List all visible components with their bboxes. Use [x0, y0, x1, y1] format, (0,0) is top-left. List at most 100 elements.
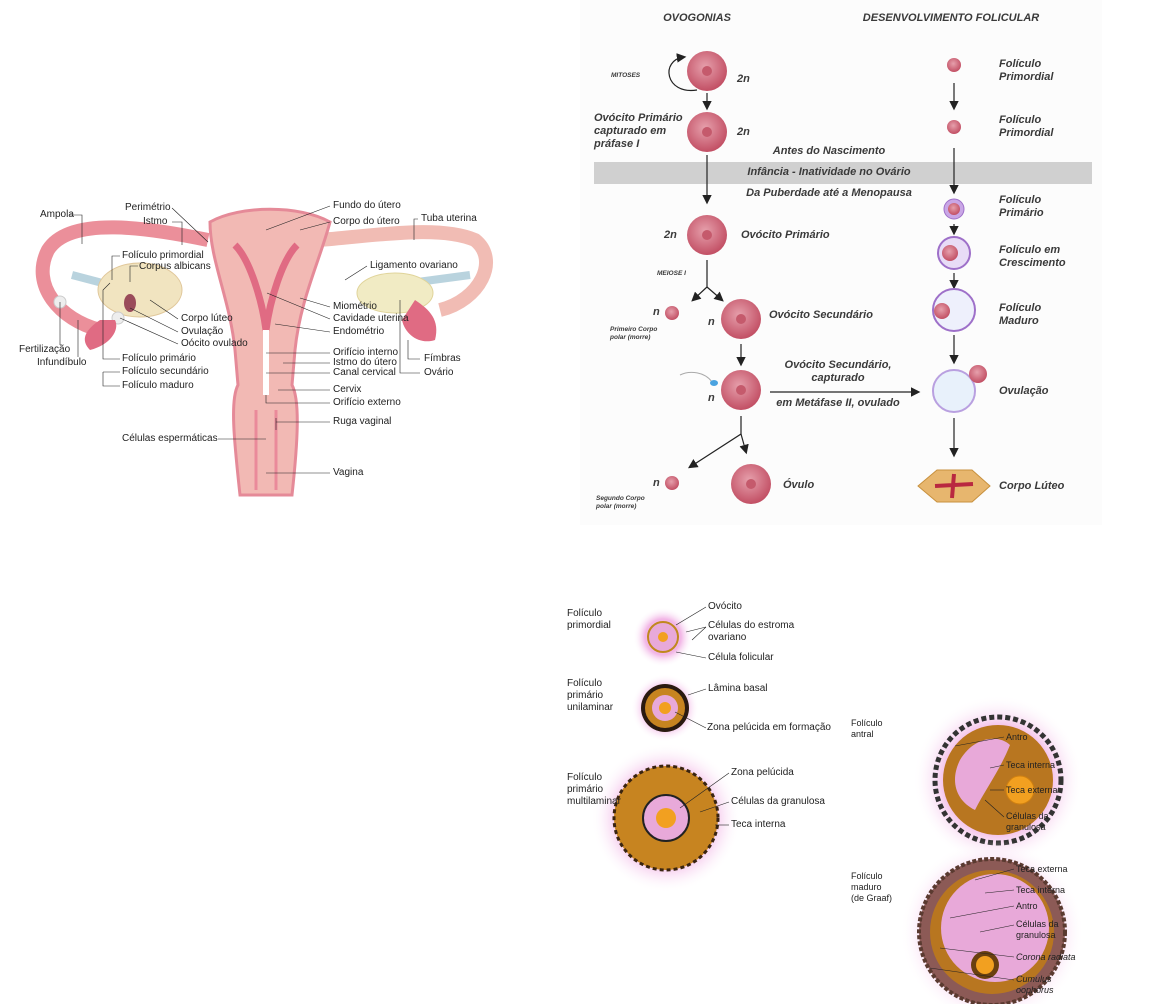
follicle-antral	[913, 695, 1083, 865]
label-cumulus-oophorus: Cumulus oophorus	[1016, 974, 1054, 995]
follicle-development-shapes	[917, 58, 991, 503]
label-corpus-albicans: Corpus albicans	[139, 261, 211, 272]
label-zona-pelucida: Zona pelúcida	[731, 767, 794, 778]
label-meiosis: MEIOSE I	[657, 270, 686, 277]
label-teca-interna: Teca interna	[1016, 885, 1066, 895]
label-childhood: Infância - Inatividade no Ovário	[747, 166, 911, 178]
follicle-stage-label: Folículo Maduro	[999, 302, 1042, 327]
label-teca-interna: Teca interna	[731, 819, 786, 830]
label-lamina-basal: Lâmina basal	[708, 683, 768, 694]
uterus-body	[208, 207, 332, 497]
label-fimbras: Fímbras	[424, 353, 461, 364]
label-teca-externa: Teca externa	[1016, 864, 1068, 874]
left-ovary	[97, 262, 183, 318]
label-ovum: Óvulo	[783, 479, 815, 491]
label-tuba-uterina: Tuba uterina	[421, 213, 477, 224]
label-foliculo-maduro: Folículo maduro	[122, 380, 194, 391]
ploidy-label: 2n	[737, 73, 750, 85]
label-antro: Antro	[1016, 901, 1038, 911]
ploidy-label: n	[653, 477, 660, 489]
label-mitoses: MITOSES	[611, 72, 641, 79]
label-secondary-arrested: Ovócito Secundário, capturado	[784, 359, 892, 384]
follicle-stage-label: Folículo Primordial	[999, 58, 1054, 83]
title-antral: Folículo antral	[851, 718, 883, 739]
fimbriae	[402, 300, 437, 342]
leader-lines	[59, 205, 420, 474]
label-foliculo-primordial: Folículo primordial	[122, 250, 204, 261]
label-ligamento-ovariano: Ligamento ovariano	[370, 260, 458, 271]
label-ovulacao: Ovulação	[181, 326, 224, 337]
label-cervix: Cervix	[333, 384, 362, 395]
ploidy-label: n	[708, 316, 715, 328]
title-primordial: Folículo primordial	[567, 608, 611, 631]
label-oocito-ovulado: Oócito ovulado	[181, 338, 248, 349]
label-foliculo-primario: Folículo primário	[122, 353, 196, 364]
label-celulas-espermaticas: Células espermáticas	[122, 433, 218, 444]
label-istmo: Istmo	[143, 216, 168, 227]
follicle-stage-label: Corpo Lúteo	[999, 480, 1065, 492]
label-vagina: Vagina	[333, 467, 364, 478]
label-fundo-utero: Fundo do útero	[333, 200, 401, 211]
follicle-stage-label: Folículo Primário	[999, 194, 1044, 219]
ploidy-label: n	[653, 306, 660, 318]
title-multilaminar: Folículo primário multilaminar	[567, 772, 621, 807]
histology-leader-lines	[674, 606, 1015, 981]
corpus-luteum-shape	[124, 294, 136, 312]
label-primary-arrested: Ovócito Primário capturado em práfase I	[594, 112, 683, 150]
label-puberty: Da Puberdade até a Menopausa	[746, 187, 912, 199]
label-cavidade-uterina: Cavidade uterina	[333, 313, 409, 324]
label-first-polar-body: Primeiro Corpo polar (morre)	[610, 326, 658, 341]
label-istmo-utero: Istmo do útero	[333, 357, 397, 368]
ploidy-label: n	[708, 392, 715, 404]
oocyte-cells	[665, 51, 771, 504]
label-infundibulo: Infundíbulo	[37, 357, 87, 368]
label-second-polar-body: Segundo Corpo polar (morre)	[596, 495, 645, 510]
follicle-stage-label: Folículo Primordial	[999, 114, 1054, 139]
label-corpo-luteo: Corpo lúteo	[181, 313, 233, 324]
label-primary-oocyte: Ovócito Primário	[741, 229, 830, 241]
follicle-stage-label: Ovulação	[999, 385, 1049, 397]
title-unilaminar: Folículo primário unilaminar	[567, 678, 614, 713]
childhood-band	[594, 162, 1092, 184]
label-before-birth: Antes do Nascimento	[772, 145, 886, 157]
follicle-stage-label: Folículo em Crescimento	[999, 244, 1066, 269]
label-corona-radiata: Corona radiata	[1016, 952, 1076, 962]
label-zona-formacao: Zona pelúcida em formação	[707, 722, 831, 733]
label-orificio-externo: Orifício externo	[333, 397, 401, 408]
label-granulosa: Células da granulosa	[1016, 919, 1059, 940]
label-perimetrio: Perimétrio	[125, 202, 171, 213]
label-teca-externa: Teca externa	[1006, 785, 1058, 795]
label-miometrio: Miométrio	[333, 301, 377, 312]
label-ruga-vaginal: Ruga vaginal	[333, 416, 392, 427]
label-ovocito: Ovócito	[708, 601, 742, 612]
follicle-multilaminar	[591, 743, 741, 893]
label-metaphase-ovulated: em Metáfase II, ovulado	[776, 397, 900, 409]
label-ovario: Ovário	[424, 367, 454, 378]
label-fertilizacao: Fertilização	[19, 344, 71, 355]
label-granulosa: Células da granulosa	[1006, 811, 1049, 832]
label-ampola: Ampola	[40, 209, 74, 220]
label-corpo-utero: Corpo do útero	[333, 216, 400, 227]
label-canal-cervical: Canal cervical	[333, 367, 396, 378]
title-maduro: Folículo maduro (de Graaf)	[851, 871, 893, 903]
ploidy-label: 2n	[664, 229, 677, 241]
oogenesis-panel	[580, 0, 1102, 525]
label-endometrio: Endométrio	[333, 326, 385, 337]
label-orificio-interno: Orifício interno	[333, 347, 399, 358]
follicle-mature	[900, 840, 1084, 1004]
label-antro: Antro	[1006, 732, 1028, 742]
label-estroma: Células do estroma ovariano	[708, 620, 795, 643]
label-secondary-oocyte: Ovócito Secundário	[769, 309, 873, 321]
follicle-unilaminar	[631, 674, 699, 742]
col-title-desenvolvimento: DESENVOLVIMENTO FOLICULAR	[862, 12, 1040, 24]
label-foliculo-secundario: Folículo secundário	[122, 366, 209, 377]
follicle-primordial	[633, 607, 693, 667]
flow-arrows	[668, 53, 959, 469]
label-celula-folicular: Célula folicular	[708, 652, 774, 663]
label-granulosa: Células da granulosa	[731, 796, 825, 807]
ploidy-label: 2n	[737, 126, 750, 138]
col-title-ovogonias: OVOGONIAS	[663, 12, 731, 24]
